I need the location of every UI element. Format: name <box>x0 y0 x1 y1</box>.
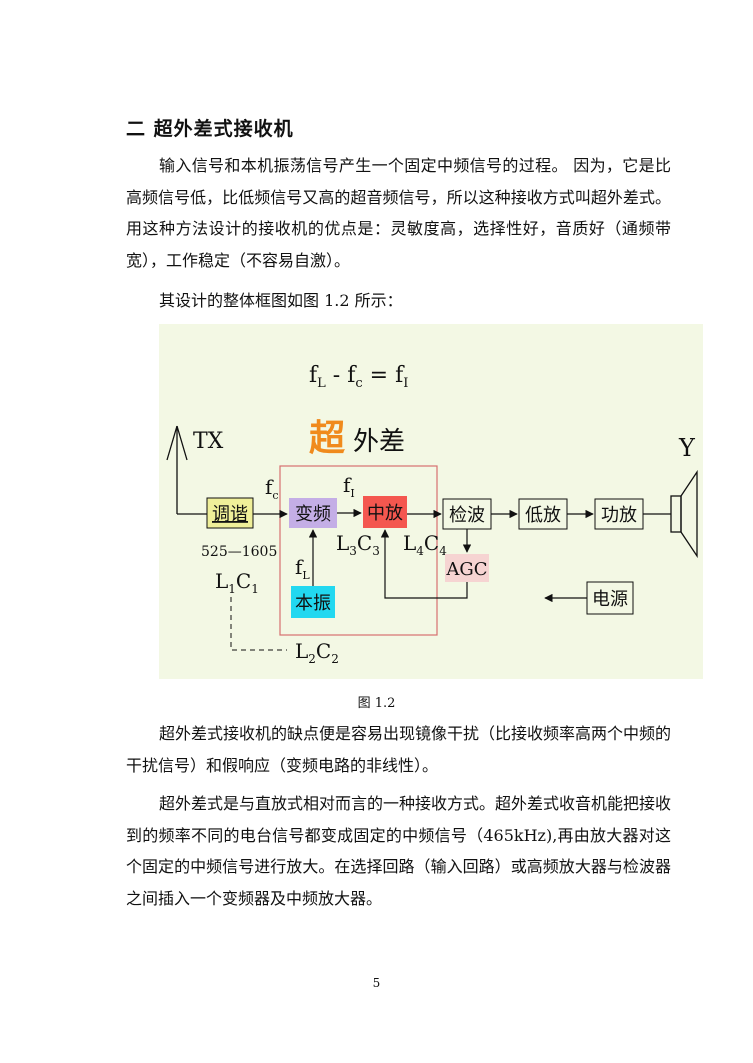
block-audio-amp: 低放 <box>518 498 568 530</box>
speaker-icon <box>670 469 698 559</box>
svg-text:低放: 低放 <box>525 505 561 526</box>
paragraph-figure-ref: 其设计的整体框图如图 1.2 所示： <box>159 291 403 310</box>
block-diagram-figure: fL - fc = fI 超 外差 TX 调谐 525—1605 L1C1 L2… <box>159 324 703 679</box>
figure-caption: 图 1.2 <box>357 696 396 711</box>
freq-fi-label: fI <box>343 473 355 500</box>
agc-feedback-line <box>380 529 468 599</box>
block-power-amp: 功放 <box>594 498 644 530</box>
block-power-supply: 电源 <box>586 581 634 615</box>
svg-text:变频: 变频 <box>295 504 331 525</box>
svg-text:AGC: AGC <box>445 559 487 580</box>
speaker-label: Y <box>678 434 696 462</box>
title-chao: 超 <box>309 418 346 459</box>
title-waicha: 外差 <box>353 427 405 457</box>
block-detector: 检波 <box>442 498 492 530</box>
lc-label-3: L3C3 <box>336 531 380 558</box>
section-heading: 二 超外差式接收机 <box>126 118 294 140</box>
block-oscillator: 本振 <box>291 586 335 618</box>
svg-text:电源: 电源 <box>592 589 628 610</box>
page-number: 5 <box>372 976 381 990</box>
freq-fl-label: fL <box>295 555 310 582</box>
formula: fL - fc = fI <box>309 363 408 391</box>
dashed-link <box>230 597 287 651</box>
svg-text:本振: 本振 <box>295 593 331 614</box>
antenna-icon <box>166 425 207 515</box>
paragraph-intro: 输入信号和本机振荡信号产生一个固定中频信号的过程。 因为，它是比高频信号低，比低… <box>126 156 671 270</box>
range-label: 525—1605 <box>201 544 277 560</box>
block-agc: AGC <box>445 554 489 582</box>
svg-text:功放: 功放 <box>601 505 637 526</box>
block-diagram-svg: fL - fc = fI 超 外差 TX 调谐 525—1605 L1C1 L2… <box>166 363 698 666</box>
mixer-region-box <box>279 465 438 636</box>
block-if-amp: 中放 <box>363 496 407 528</box>
block-tuning: 调谐 <box>206 497 254 529</box>
antenna-label: TX <box>193 429 224 454</box>
lc-label-1: L1C1 <box>215 569 259 596</box>
block-mixer: 变频 <box>289 498 337 528</box>
paragraph-principle: 超外差式是与直放式相对而言的一种接收方式。超外差式收音机能把接收到的频率不同的电… <box>126 794 672 908</box>
svg-text:调谐: 调谐 <box>212 504 248 525</box>
paragraph-drawbacks: 超外差式接收机的缺点便是容易出现镜像干扰（比接收频率高两个中频的干扰信号）和假响… <box>126 724 672 775</box>
svg-text:检波: 检波 <box>449 505 485 526</box>
svg-text:中放: 中放 <box>367 503 403 524</box>
lc-label-4: L4C4 <box>403 531 447 558</box>
freq-fc-label: fc <box>265 475 279 502</box>
lc-label-2: L2C2 <box>295 639 339 666</box>
